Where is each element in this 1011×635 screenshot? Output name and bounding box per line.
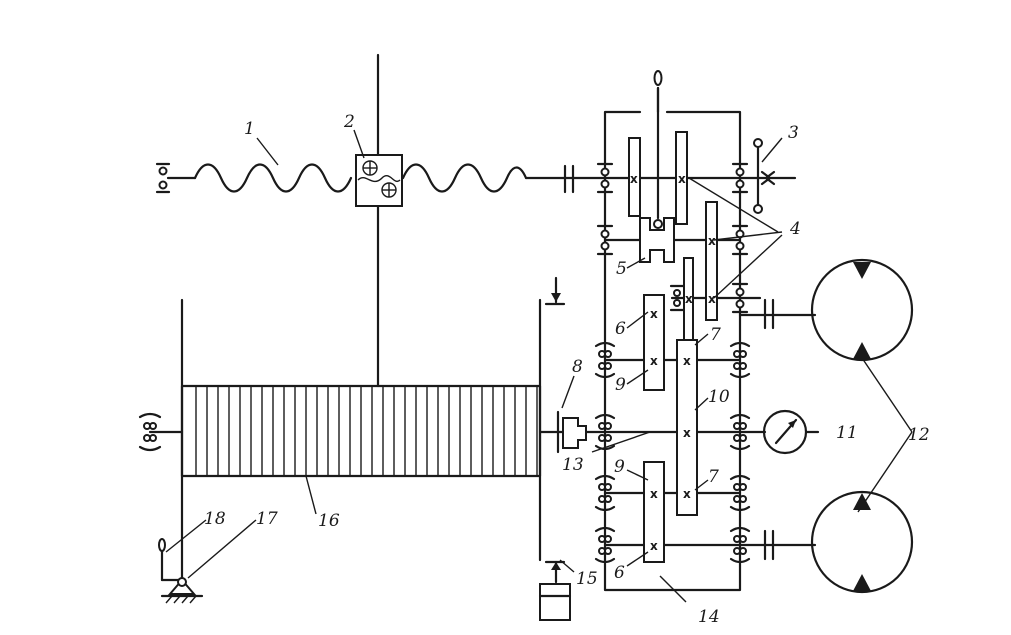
- gear-mark: x: [650, 354, 658, 368]
- label-2: 2: [343, 112, 355, 132]
- part-labels: 1 2 3 4 5 6 7 8 9 10 11 12 13 9 7 6 15 1…: [204, 112, 930, 627]
- gear-mark: x: [650, 539, 658, 553]
- bearings: [594, 162, 751, 564]
- gear-mark: x: [683, 426, 691, 440]
- label-8: 8: [572, 357, 583, 377]
- hydraulic-motor-upper: [810, 258, 914, 362]
- gear-mark: x: [685, 292, 693, 306]
- hydraulic-motor-lower: [810, 490, 914, 594]
- band-brake: [538, 276, 572, 621]
- gear-mark: x: [650, 307, 658, 321]
- label-10: 10: [708, 387, 730, 407]
- gear-upper-left: [628, 137, 641, 217]
- label-14: 14: [698, 607, 720, 627]
- gear-marks: x x x x x x x x x x x x: [630, 172, 716, 553]
- gear-mark: x: [683, 487, 691, 501]
- gear-mark: x: [630, 172, 638, 186]
- gear-7-10: [676, 339, 698, 516]
- label-6-lower: 6: [614, 563, 625, 583]
- drum-rope-coils: [195, 386, 538, 476]
- gear-6-9-upper: [643, 294, 665, 391]
- label-4: 4: [789, 219, 801, 239]
- gear-mark: x: [708, 234, 716, 248]
- motor-couplings: [763, 298, 775, 561]
- claw-clutch: [556, 410, 587, 454]
- leader-lines: [165, 129, 913, 603]
- gear-mark: x: [650, 487, 658, 501]
- label-16: 16: [318, 511, 340, 531]
- lead-screw: [155, 162, 607, 194]
- label-15: 15: [576, 569, 598, 589]
- label-1: 1: [244, 119, 255, 139]
- label-3: 3: [788, 123, 799, 143]
- gear-4-middle: [705, 201, 718, 321]
- label-7-lower: 7: [708, 467, 719, 487]
- brake-3: [753, 138, 776, 214]
- label-5: 5: [616, 259, 627, 279]
- label-7-upper: 7: [710, 325, 721, 345]
- stopper-pawl: [158, 538, 204, 604]
- label-9-lower: 9: [614, 457, 625, 477]
- drum-left-bearing: [138, 412, 162, 452]
- gear-mark: x: [678, 172, 686, 186]
- gear-mark: x: [708, 292, 716, 306]
- nut-block: [355, 53, 403, 388]
- dog-clutch: [639, 217, 675, 263]
- gear-mark: x: [683, 354, 691, 368]
- label-6-upper: 6: [615, 319, 626, 339]
- label-12: 12: [908, 425, 930, 445]
- label-13: 13: [562, 455, 584, 475]
- gear-6-9-lower: [643, 461, 665, 563]
- label-18: 18: [204, 509, 226, 529]
- screw-coupling: [563, 164, 575, 194]
- gearbox-housing: [603, 70, 742, 592]
- brake-cylinder: [539, 583, 571, 621]
- gear-upper-right: [675, 131, 688, 225]
- winch-drum: [148, 298, 562, 592]
- screw-end-bearing: [155, 162, 171, 194]
- gears: [628, 131, 718, 563]
- label-17: 17: [256, 509, 278, 529]
- speed-gauge: [762, 409, 820, 455]
- label-9-upper: 9: [615, 375, 626, 395]
- label-11: 11: [836, 423, 858, 443]
